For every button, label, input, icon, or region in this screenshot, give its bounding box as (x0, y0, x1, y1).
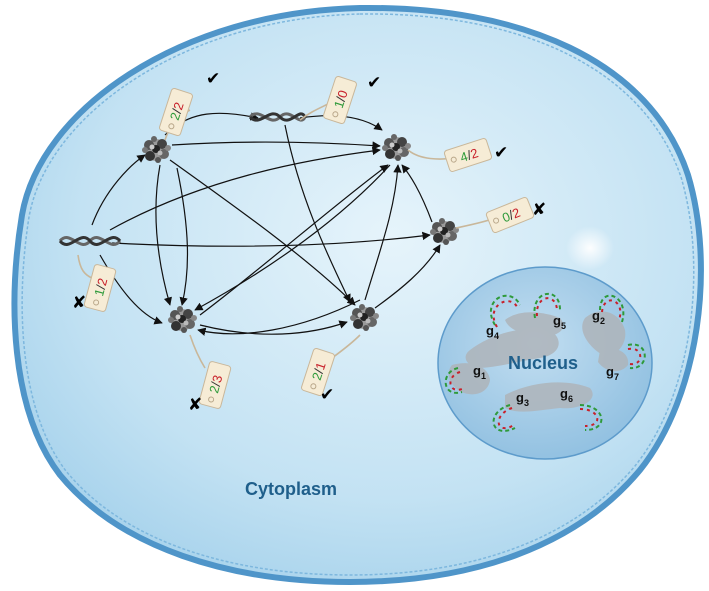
gene-label: g4 (486, 323, 499, 341)
tag-2-3: 2/3 (198, 361, 232, 409)
cell-membrane-inner (21, 13, 695, 576)
tag-2-1: 2/1 (301, 347, 335, 397)
svg-text:4/2: 4/2 (458, 145, 480, 165)
gene-label: g6 (560, 386, 573, 404)
gene-label: g3 (516, 390, 529, 408)
interaction-arrows (91, 112, 441, 336)
nucleus-highlight (566, 226, 614, 270)
tag-1-2: 1/2 (83, 264, 117, 312)
gene-label: g1 (473, 363, 486, 381)
gene-label: g5 (553, 313, 566, 331)
cross-mark-icon: ✘ (72, 293, 86, 313)
gene-label: g7 (606, 364, 619, 382)
tag-2-2: 2/2 (159, 87, 193, 137)
svg-text:1/2: 1/2 (91, 276, 110, 297)
tag-4-2: 4/2 (443, 138, 493, 172)
check-mark-icon: ✔ (320, 385, 334, 405)
check-mark-icon: ✔ (206, 69, 220, 89)
svg-text:0/2: 0/2 (500, 205, 522, 226)
dna-helix-icon (58, 236, 122, 246)
tag-0-2: 0/2 (485, 196, 535, 234)
check-mark-icon: ✔ (367, 73, 381, 93)
svg-text:2/3: 2/3 (206, 373, 225, 394)
svg-text:2/2: 2/2 (167, 100, 187, 122)
tag-1-0: 1/0 (323, 75, 357, 125)
gene-labels: g4 g5 g2 g1 g7 g3 g6 (473, 308, 619, 408)
svg-text:1/0: 1/0 (331, 88, 351, 110)
dna-helix-icon (248, 112, 307, 122)
svg-text:2/1: 2/1 (309, 360, 329, 382)
chromatin (448, 311, 629, 412)
gene-label: g2 (592, 308, 605, 326)
cross-mark-icon: ✘ (188, 395, 202, 415)
check-mark-icon: ✔ (494, 143, 508, 163)
cytoplasm-label: Cytoplasm (245, 479, 337, 499)
dna-loops (444, 292, 646, 432)
cross-mark-icon: ✘ (532, 200, 546, 220)
nucleus-label: Nucleus (508, 353, 578, 373)
